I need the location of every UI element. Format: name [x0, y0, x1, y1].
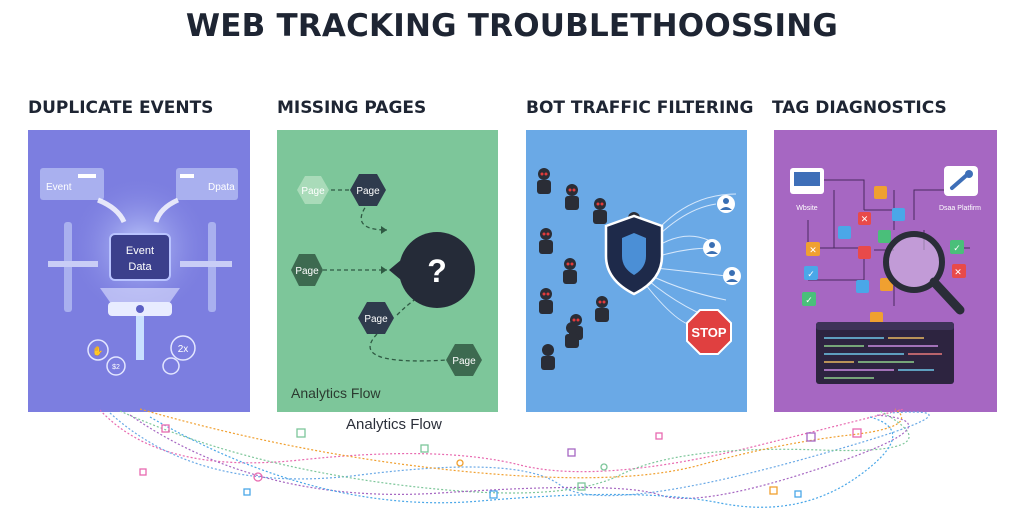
bot-crowd	[537, 168, 641, 370]
svg-text:✕: ✕	[861, 214, 869, 224]
svg-text:✕: ✕	[954, 267, 962, 277]
heading-tag-diagnostics: TAG DIAGNOSTICS	[772, 98, 947, 118]
panel-caption: Analytics Flow	[291, 385, 381, 401]
arrow-left-in	[97, 197, 127, 224]
event-card-left: Event	[40, 168, 104, 200]
svg-text:Wbsite: Wbsite	[796, 205, 818, 212]
flow-caption: Analytics Flow	[346, 416, 442, 433]
arrow-right-in	[153, 197, 180, 223]
missing-page-icon: ?	[389, 232, 475, 308]
heading-bot-traffic: BOT TRAFFIC FILTERING	[526, 98, 754, 118]
wrench-icon: Dsaa Platfirm	[939, 166, 981, 212]
panel-missing-pages: Page Page Page Page Page ? Analytics Flo…	[277, 130, 498, 412]
event-data-box: Event Data	[109, 233, 171, 281]
svg-text:Data: Data	[128, 261, 152, 273]
heading-missing-pages: MISSING PAGES	[277, 98, 427, 118]
user-icon	[717, 195, 735, 213]
data-card-right: Dpata	[176, 168, 238, 200]
page-node-left: Page	[291, 254, 323, 286]
svg-text:Dsaa Platfirm: Dsaa Platfirm	[939, 205, 981, 212]
panel-tag-diagnostics: Wbsite Dsaa Platfirm ✕ ✕ ✕ ✓ ✓ ✓	[774, 130, 997, 412]
svg-text:?: ?	[427, 253, 447, 289]
page-node-faded: Page	[297, 176, 329, 204]
panel-duplicate-events: Event Dpata Event Data ✋ $2	[28, 130, 250, 412]
page-node-top: Page	[350, 174, 386, 206]
svg-text:Page: Page	[364, 314, 388, 325]
svg-text:✕: ✕	[809, 245, 817, 255]
heading-duplicate-events: DUPLICATE EVENTS	[28, 98, 214, 118]
svg-text:✓: ✓	[953, 243, 961, 253]
stop-sign-icon: STOP	[686, 309, 732, 355]
page-node-middle: Page	[358, 302, 394, 334]
svg-text:Page: Page	[295, 266, 319, 277]
svg-text:2x: 2x	[178, 344, 189, 355]
user-icon	[703, 239, 721, 257]
svg-text:$2: $2	[112, 364, 120, 371]
shield-icon	[604, 214, 664, 296]
svg-text:Event: Event	[126, 245, 154, 257]
svg-text:STOP: STOP	[691, 325, 726, 340]
panel-bot-traffic: STOP	[526, 130, 747, 412]
website-icon: Wbsite	[790, 168, 824, 212]
count-badge: 2x	[170, 335, 196, 361]
svg-text:✓: ✓	[805, 295, 813, 305]
svg-text:Dpata: Dpata	[208, 182, 235, 193]
svg-text:✋: ✋	[92, 345, 103, 356]
data-stream-lines	[99, 408, 930, 508]
svg-text:Page: Page	[301, 186, 325, 197]
cursor-badge: ✋	[87, 339, 109, 361]
svg-text:Page: Page	[452, 356, 476, 367]
price-badge: $2	[106, 356, 126, 376]
page-title: WEB TRACKING TROUBLETHOOSSING	[185, 8, 839, 44]
svg-text:Event: Event	[46, 182, 72, 193]
status-tiles	[802, 186, 966, 325]
page-node-bottom: Page	[446, 344, 482, 376]
svg-text:Page: Page	[356, 186, 380, 197]
user-icon	[723, 267, 741, 285]
magnifier-icon	[883, 231, 965, 315]
svg-text:✓: ✓	[807, 269, 815, 279]
code-console	[816, 322, 954, 384]
